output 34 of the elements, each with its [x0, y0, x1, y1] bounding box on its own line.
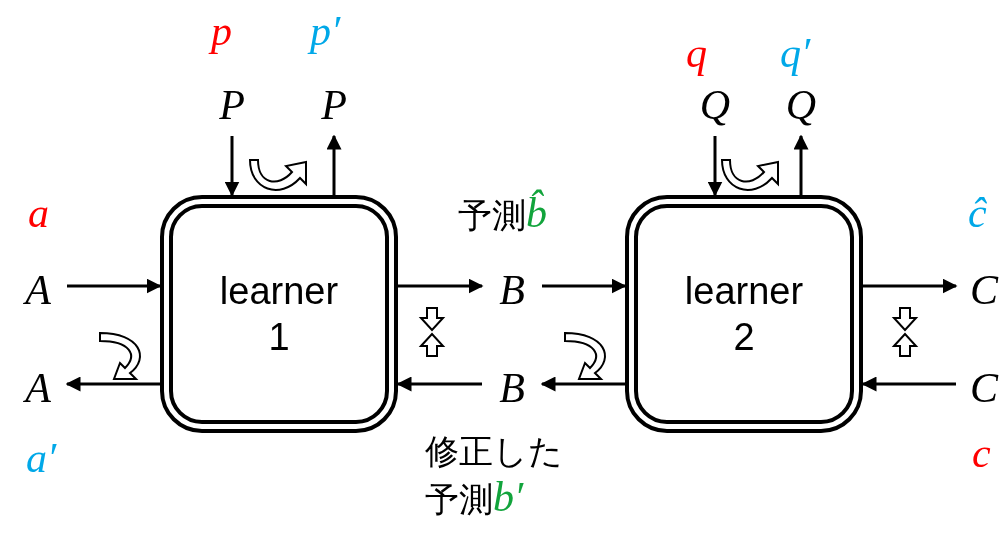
variable-label: A [15, 265, 61, 315]
arrow [861, 376, 956, 392]
arrow [540, 376, 625, 392]
arrow [542, 278, 627, 294]
variable-label: P [312, 80, 356, 130]
arrow [326, 134, 342, 195]
value-label: a [28, 190, 49, 236]
arrow [67, 278, 162, 294]
variable-label: C [962, 363, 1006, 413]
variable-label: Q [776, 80, 826, 130]
variable-label: Q [690, 80, 740, 130]
value-label: c [972, 430, 991, 476]
variable-label: C [962, 265, 1006, 315]
prediction-label: 予測b̂ [458, 190, 548, 238]
value-label: a′ [26, 435, 57, 481]
prediction-label: 修正した予測b′ [425, 430, 564, 522]
variable-label: B [488, 265, 536, 315]
variable-label: P [210, 80, 254, 130]
arrow [793, 134, 809, 195]
arrow [398, 278, 484, 294]
value-label: ĉ [968, 190, 987, 236]
arrow [224, 136, 240, 197]
arrow [65, 376, 160, 392]
value-label: q′ [780, 30, 811, 76]
arrow [863, 278, 958, 294]
arrow [707, 136, 723, 197]
learner-box [160, 195, 398, 433]
learner-box [625, 195, 863, 433]
variable-label: A [15, 363, 61, 413]
box-label: learner 2 [683, 269, 805, 360]
variable-label: B [488, 363, 536, 413]
value-label: q [686, 30, 707, 76]
arrow [396, 376, 482, 392]
box-label: learner 1 [218, 269, 340, 360]
